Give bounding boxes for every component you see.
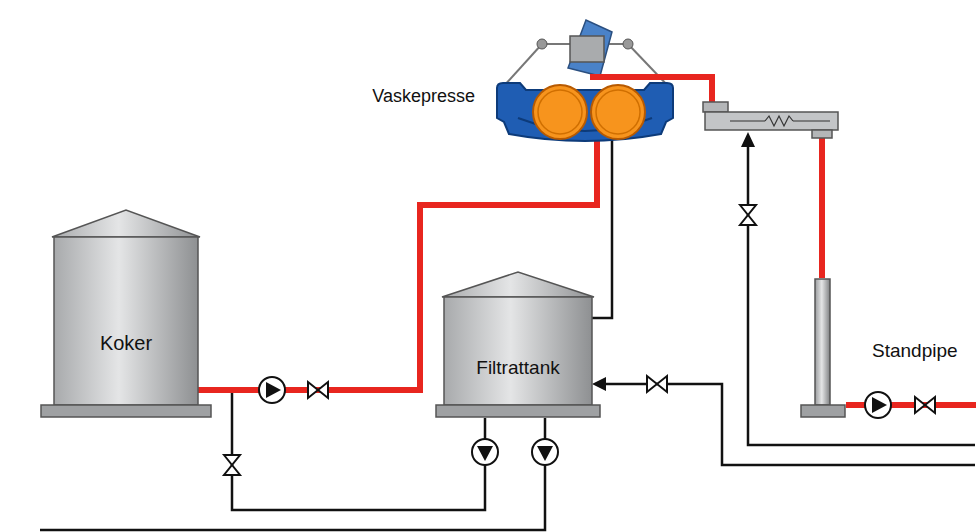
node-outline xyxy=(800,278,846,418)
tank-base xyxy=(436,405,600,417)
standpipe: Standpipe xyxy=(800,278,846,418)
tank-body xyxy=(54,237,198,405)
tank-roof xyxy=(442,272,594,297)
standpipe-base xyxy=(801,405,845,417)
valve-symbol xyxy=(915,397,935,413)
tank-body xyxy=(444,297,592,405)
pump-symbol xyxy=(259,377,285,403)
node-outline xyxy=(435,272,601,418)
valve-symbol xyxy=(224,455,240,475)
node-outline xyxy=(40,210,212,418)
dilution-line xyxy=(748,146,975,445)
tank: Filtrattank xyxy=(435,272,601,418)
valve-symbol xyxy=(308,382,328,398)
node-label: Koker xyxy=(100,332,152,355)
arrow-head xyxy=(741,132,755,147)
screw-conveyor xyxy=(703,102,838,138)
wash-liquor-line xyxy=(604,384,975,465)
tank: Koker xyxy=(40,210,212,418)
tank-base xyxy=(41,405,211,417)
node-label: Standpipe xyxy=(872,340,958,362)
node-outline xyxy=(490,18,682,140)
wash-press xyxy=(497,20,682,141)
standpipe-column xyxy=(815,279,830,405)
arrow-head xyxy=(592,377,606,391)
return-line xyxy=(40,418,545,530)
tank-roof xyxy=(52,210,200,237)
valve-symbol xyxy=(740,205,756,225)
pulp-pipe xyxy=(682,77,822,278)
valve-symbol xyxy=(647,376,667,392)
node-label: Vaskepresse xyxy=(372,86,475,107)
wash-press: Vaskepresse xyxy=(490,18,682,140)
pump-symbol xyxy=(532,439,558,465)
pump-symbol xyxy=(865,392,891,418)
node-label: Filtrattank xyxy=(476,357,559,379)
pump-symbol xyxy=(472,439,498,465)
